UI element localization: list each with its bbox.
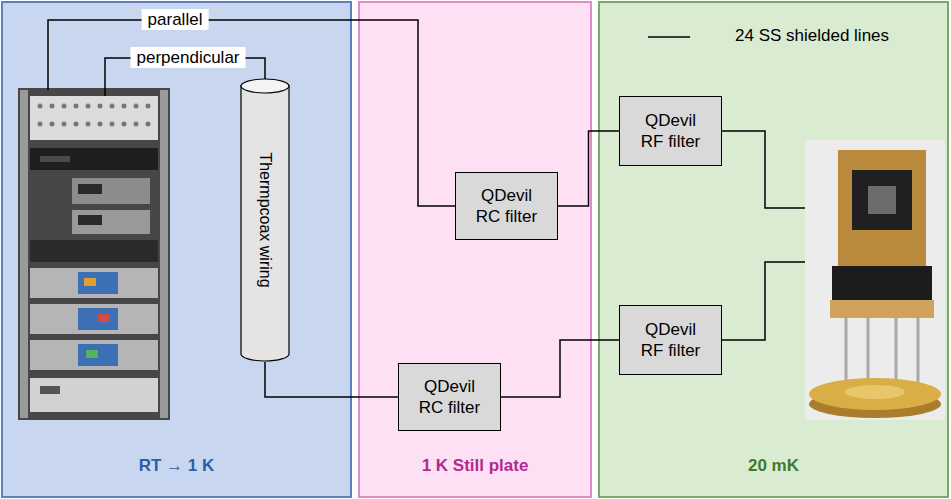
chip-socket [852,170,912,230]
legend-text: 24 SS shielded lines [735,26,889,45]
photo-ground [805,140,945,420]
instrument [72,178,150,204]
stage-label: RT → 1 K [139,456,215,476]
instrument-display [40,386,60,394]
connector [38,122,43,127]
connector [86,104,91,109]
legend-entry: 24 SS shielded lines [735,26,889,46]
pcb-board [830,300,934,318]
connector [146,104,151,109]
wire-label: perpendicular [130,47,245,68]
wire-label: parallel [142,9,209,30]
instrument [30,304,158,334]
connector [38,104,43,109]
connector [122,122,127,127]
connector [74,104,79,109]
gold-base [845,385,905,399]
connector [86,122,91,127]
socket-base [832,266,932,300]
filter-label: QDevil RF filter [634,110,708,153]
rack-rail [20,90,28,418]
connector [146,122,151,127]
instrument [30,378,158,412]
wire-label-holder: perpendicular [130,48,245,68]
rod [917,318,920,388]
filter-box: QDevil RC filter [455,172,558,240]
rack-frame [18,88,170,420]
instrument-screen [86,350,98,358]
connector [62,122,67,127]
connector [134,122,139,127]
instrument [72,210,150,234]
filter-label: QDevil RC filter [470,185,544,228]
pcb-board [838,150,926,266]
filter-label: QDevil RC filter [413,376,487,419]
instrument-screen [78,272,118,294]
connector [110,104,115,109]
rack-rail [160,90,168,418]
instrument-screen [98,314,110,322]
connector [50,122,55,127]
cylinder-body [241,85,289,361]
connector [74,122,79,127]
connector [134,104,139,109]
wire-label-holder: parallel [142,10,209,30]
connector [50,104,55,109]
instrument-screen [84,278,96,286]
instrument-screen [78,308,118,330]
wiring-label: Thermpcoax wiring [256,152,274,287]
legend-line-sample [648,36,690,38]
connector [98,122,103,127]
instrument [30,148,158,170]
connector [122,104,127,109]
temperature-stage-band: 1 K Still plateQDevil RC filterQDevil RC… [358,1,592,498]
instrument-screen [78,344,118,366]
gold-base [809,378,941,410]
thermocoax-cylinder: Thermpcoax wiring [240,78,290,362]
patch-connectors [38,104,151,127]
chip [868,186,896,214]
connector [110,122,115,127]
rack-photo [18,88,170,420]
filter-box: QDevil RF filter [619,305,722,375]
instrument [30,268,158,298]
instrument [30,340,158,370]
cylinder-top [241,79,289,93]
instrument-display [78,215,102,225]
connector [98,104,103,109]
instrument-display [40,156,70,162]
rod [845,318,848,388]
stage-label: 20 mK [748,456,799,476]
instrument-display [78,184,102,194]
patch-panel [30,96,158,140]
filter-box: QDevil RC filter [398,363,501,431]
instrument [30,240,158,262]
stage-label: 1 K Still plate [422,456,529,476]
sample-holder-photo [805,140,945,420]
connector [62,104,67,109]
filter-label: QDevil RF filter [634,319,708,362]
filter-box: QDevil RF filter [619,96,722,166]
